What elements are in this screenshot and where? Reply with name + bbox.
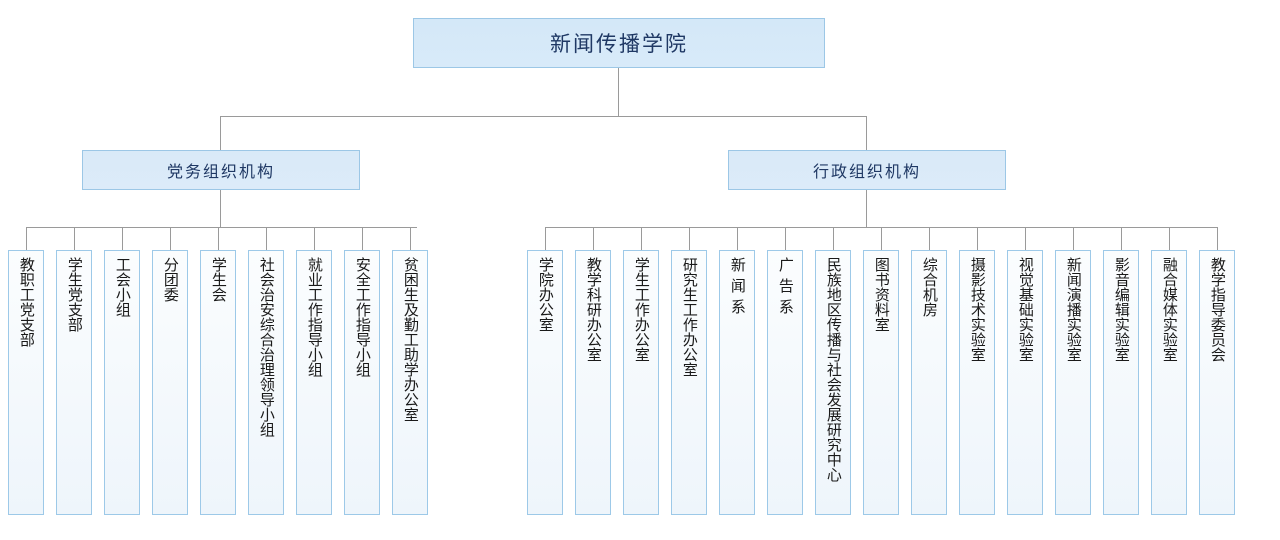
connector-leaf-drop [1073,227,1074,250]
leaf-node-label: 工会小组 [113,257,131,317]
connector-leaf-drop [1121,227,1122,250]
connector-root-stem [618,68,619,116]
leaf-node-label: 贫困生及勤工助学办公室 [401,257,419,422]
connector-to-branch-0 [220,116,221,150]
connector-leaf-drop [362,227,363,250]
connector-branch-0-stem [220,190,221,227]
leaf-node-label: 广告系 [776,257,794,320]
leaf-node-label: 视觉基础实验室 [1016,257,1034,362]
connector-leaf-drop [641,227,642,250]
leaf-node[interactable]: 工会小组 [104,250,140,515]
leaf-node[interactable]: 融合媒体实验室 [1151,250,1187,515]
leaf-node-label: 民族地区传播与社会发展研究中心 [824,257,842,482]
connector-leaf-drop [881,227,882,250]
leaf-node-label: 摄影技术实验室 [968,257,986,362]
leaf-node[interactable]: 社会治安综合治理领导小组 [248,250,284,515]
branch-node-label: 行政组织机构 [812,164,921,181]
leaf-node-label: 安全工作指导小组 [353,257,371,377]
leaf-node-label: 新闻系 [728,257,746,320]
connector-leaf-drop [545,227,546,250]
connector-leaf-drop [689,227,690,250]
connector-leaf-drop [1217,227,1218,250]
leaf-node[interactable]: 民族地区传播与社会发展研究中心 [815,250,851,515]
leaf-node[interactable]: 摄影技术实验室 [959,250,995,515]
leaf-node-label: 新闻演播实验室 [1064,257,1082,362]
leaf-node-label: 学院办公室 [536,257,554,332]
leaf-node[interactable]: 学生党支部 [56,250,92,515]
leaf-node[interactable]: 图书资料室 [863,250,899,515]
leaf-node[interactable]: 教学指导委员会 [1199,250,1235,515]
connector-leaf-drop [266,227,267,250]
connector-leaf-drop [785,227,786,250]
connector-to-branch-1 [866,116,867,150]
leaf-node[interactable]: 新闻演播实验室 [1055,250,1091,515]
connector-leaf-drop [170,227,171,250]
connector-leaf-drop [1169,227,1170,250]
leaf-node[interactable]: 贫困生及勤工助学办公室 [392,250,428,515]
connector-branch-1-stem [866,190,867,227]
root-node[interactable]: 新闻传播学院 [413,18,825,68]
branch-node-label: 党务组织机构 [166,164,275,181]
leaf-node-label: 就业工作指导小组 [305,257,323,377]
leaf-node-label: 学生党支部 [65,257,83,332]
leaf-node[interactable]: 教职工党支部 [8,250,44,515]
connector-leaf-drop [74,227,75,250]
connector-branch-0-bus [26,227,417,228]
leaf-node[interactable]: 综合机房 [911,250,947,515]
leaf-node[interactable]: 学生会 [200,250,236,515]
leaf-node[interactable]: 学生工作办公室 [623,250,659,515]
leaf-node[interactable]: 广告系 [767,250,803,515]
connector-leaf-drop [1025,227,1026,250]
connector-leaf-drop [737,227,738,250]
branch-node-party-affairs[interactable]: 党务组织机构 [82,150,360,190]
leaf-node[interactable]: 学院办公室 [527,250,563,515]
connector-leaf-drop [314,227,315,250]
connector-leaf-drop [26,227,27,250]
leaf-node-label: 综合机房 [920,257,938,317]
leaf-node-label: 教职工党支部 [17,257,35,347]
root-node-label: 新闻传播学院 [550,33,688,56]
leaf-node-label: 社会治安综合治理领导小组 [257,257,275,437]
leaf-node[interactable]: 新闻系 [719,250,755,515]
leaf-node-label: 图书资料室 [872,257,890,332]
leaf-node-label: 教学指导委员会 [1208,257,1226,362]
connector-leaf-drop [593,227,594,250]
leaf-node-label: 学生会 [209,257,227,302]
connector-leaf-drop [122,227,123,250]
leaf-node[interactable]: 视觉基础实验室 [1007,250,1043,515]
leaf-node[interactable]: 研究生工作办公室 [671,250,707,515]
connector-leaf-drop [833,227,834,250]
leaf-node-label: 教学科研办公室 [584,257,602,362]
leaf-node-label: 学生工作办公室 [632,257,650,362]
leaf-node[interactable]: 就业工作指导小组 [296,250,332,515]
leaf-node[interactable]: 安全工作指导小组 [344,250,380,515]
connector-leaf-drop [218,227,219,250]
branch-node-administration[interactable]: 行政组织机构 [728,150,1006,190]
leaf-node-label: 影音编辑实验室 [1112,257,1130,362]
connector-leaf-drop [929,227,930,250]
connector-leaf-drop [410,227,411,250]
leaf-node[interactable]: 教学科研办公室 [575,250,611,515]
leaf-node[interactable]: 分团委 [152,250,188,515]
leaf-node-label: 分团委 [161,257,179,302]
connector-leaf-drop [977,227,978,250]
connector-level2-bus [220,116,867,117]
leaf-node-label: 研究生工作办公室 [680,257,698,377]
leaf-node[interactable]: 影音编辑实验室 [1103,250,1139,515]
leaf-node-label: 融合媒体实验室 [1160,257,1178,362]
